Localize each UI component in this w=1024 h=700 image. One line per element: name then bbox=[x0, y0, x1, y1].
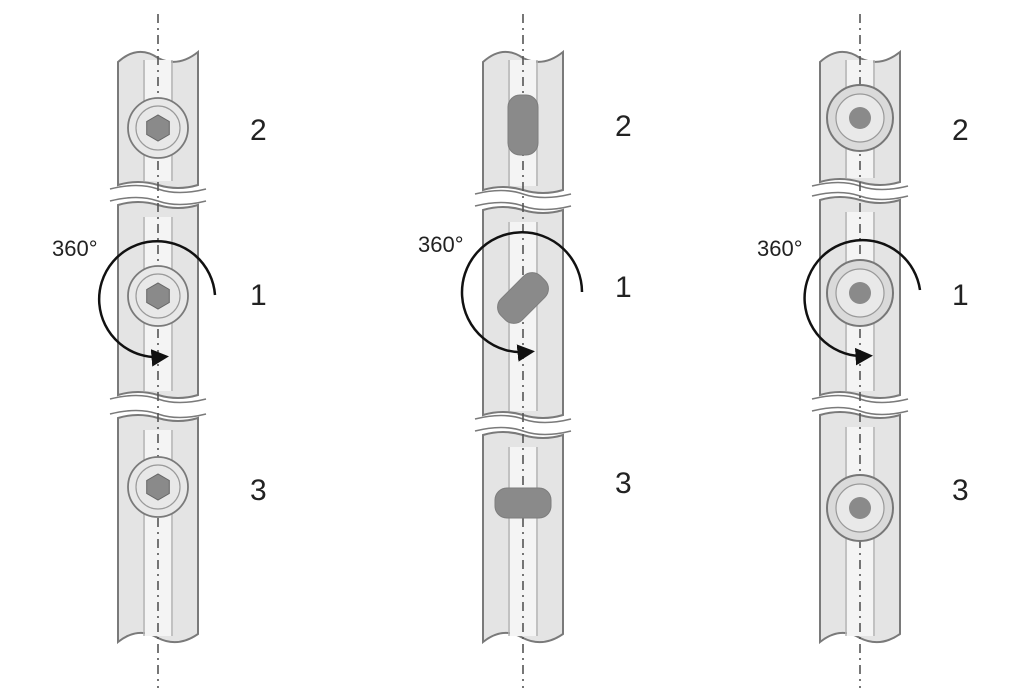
hex-socket bbox=[146, 282, 170, 310]
hex-socket bbox=[146, 473, 170, 501]
hex-socket-screw-icon bbox=[127, 97, 189, 159]
screw-rim bbox=[135, 105, 181, 151]
position-label-2: 2 bbox=[952, 114, 969, 147]
round-bolt-with-washer-icon bbox=[826, 259, 894, 327]
rotation-arrow bbox=[460, 231, 584, 362]
rounded-slot-nut-icon bbox=[494, 487, 552, 519]
position-label-2: 2 bbox=[615, 110, 632, 143]
rotation-arrow bbox=[97, 239, 217, 367]
break-line bbox=[811, 406, 909, 416]
rail bbox=[811, 14, 909, 688]
screw-rim bbox=[135, 273, 181, 319]
screw-rim bbox=[135, 464, 181, 510]
slot-nut-body bbox=[497, 272, 549, 324]
hex-socket bbox=[146, 114, 170, 142]
position-label-1: 1 bbox=[250, 279, 267, 312]
panel-hex-socket: 360° 2 1 3 bbox=[52, 14, 267, 688]
rotation-label: 360° bbox=[52, 236, 98, 261]
position-label-1: 1 bbox=[952, 279, 969, 312]
bolt-center bbox=[849, 497, 871, 519]
rail bbox=[474, 14, 572, 688]
round-bolt-with-washer-icon bbox=[826, 474, 894, 542]
bolt-center bbox=[849, 282, 871, 304]
hex-socket-screw-icon bbox=[127, 265, 189, 327]
break-line bbox=[474, 426, 572, 436]
rotation-label: 360° bbox=[418, 232, 464, 257]
position-label-2: 2 bbox=[250, 114, 267, 147]
position-label-3: 3 bbox=[615, 467, 632, 500]
bolt-center bbox=[849, 107, 871, 129]
rounded-slot-nut-icon bbox=[497, 272, 549, 324]
slot-nut-body bbox=[494, 487, 552, 519]
position-label-1: 1 bbox=[615, 271, 632, 304]
round-bolt-with-washer-icon bbox=[826, 84, 894, 152]
hex-socket-screw-icon bbox=[127, 456, 189, 518]
break-line bbox=[474, 189, 572, 199]
rotation-label: 360° bbox=[757, 236, 803, 261]
panel-round-bolt: 360° 2 1 3 bbox=[757, 14, 969, 688]
rotation-arrow bbox=[803, 238, 922, 366]
position-label-3: 3 bbox=[250, 474, 267, 507]
panel-slot-nut: 360° 2 1 3 bbox=[418, 14, 632, 688]
rounded-slot-nut-icon bbox=[507, 94, 539, 156]
break-line bbox=[109, 196, 207, 206]
slot-nut-body bbox=[507, 94, 539, 156]
position-label-3: 3 bbox=[952, 474, 969, 507]
